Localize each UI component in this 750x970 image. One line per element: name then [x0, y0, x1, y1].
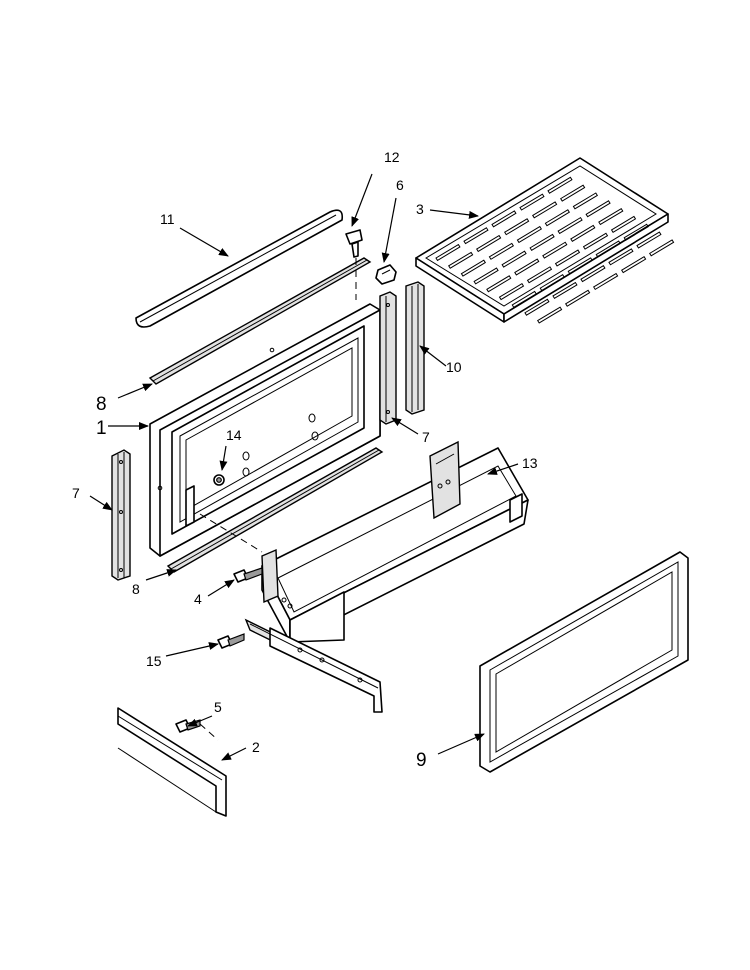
part-5-screw: [175, 719, 219, 741]
leader-lines: [89, 173, 519, 761]
rack-slot: [570, 224, 596, 242]
rack-slot: [511, 290, 537, 309]
rack-slot: [552, 281, 578, 300]
rack-slot: [526, 266, 553, 284]
rack-slot: [544, 209, 571, 227]
part-10-channel: [405, 281, 425, 415]
rack-slot: [435, 243, 461, 262]
rack-slot: [623, 223, 649, 241]
rack-slot: [598, 207, 624, 226]
callout-2: 2: [252, 739, 260, 755]
rack-slot: [532, 201, 558, 219]
part-6-clip: [375, 264, 397, 285]
part-4-screw: [233, 567, 263, 583]
callout-1: 1: [96, 418, 107, 439]
rack-slot: [498, 282, 525, 301]
rack-slot: [595, 240, 621, 258]
rack-slot: [460, 259, 487, 277]
callout-13: 13: [522, 455, 538, 471]
rack-slot: [486, 275, 512, 293]
part-7-right-channel: [379, 291, 397, 425]
rack-slot: [582, 232, 609, 250]
callout-14: 14: [226, 427, 242, 443]
rack-slot: [539, 274, 565, 292]
part-13-drawer-bin: [261, 440, 529, 643]
rack-slot: [504, 218, 530, 236]
callout-6: 6: [396, 177, 404, 193]
rack-slot: [564, 289, 591, 307]
callout-3: 3: [416, 201, 424, 217]
rack-slot: [488, 242, 515, 260]
rack-slot: [610, 215, 637, 233]
rack-slot: [547, 176, 573, 194]
callout-5: 5: [214, 699, 222, 715]
drawer-slide-rail: [244, 618, 383, 713]
rack-slot: [560, 184, 586, 202]
part-15-screw: [217, 633, 245, 649]
rack-slot: [536, 306, 563, 324]
rack-slot: [463, 227, 489, 245]
callout-11: 11: [160, 211, 175, 227]
rack-slot: [636, 231, 662, 249]
rack-slot: [567, 257, 593, 275]
rack-slot: [501, 250, 527, 268]
rack-slot: [473, 267, 499, 285]
rack-slot: [542, 241, 568, 259]
part-3-rack: [415, 157, 675, 324]
rack-slot: [620, 256, 647, 274]
part-2-bottom-channel: [117, 707, 227, 817]
rack-slot: [514, 258, 540, 276]
part-9-gasket: [479, 551, 689, 773]
part-7-left-channel: [111, 449, 131, 581]
rack-slot: [516, 225, 543, 244]
rack-slot: [491, 210, 517, 228]
callout-8-lower: 8: [132, 581, 140, 597]
part-8-upper-trim-strip: [148, 257, 372, 385]
part-11-top-trim: [135, 209, 344, 328]
rack-slot: [608, 248, 634, 266]
rack-slot: [554, 249, 581, 267]
callout-15: 15: [146, 653, 162, 669]
rack-slot: [557, 216, 583, 235]
rack-slot: [580, 265, 606, 283]
alignment-line: [199, 513, 263, 553]
callout-12: 12: [384, 149, 400, 165]
rack-slot: [585, 200, 611, 218]
callout-7-left: 7: [72, 485, 80, 501]
callout-10: 10: [446, 359, 462, 375]
callout-4: 4: [194, 591, 202, 607]
rack-slot: [529, 233, 555, 251]
rack-slot: [476, 234, 502, 253]
callout-9: 9: [416, 750, 427, 771]
part-12-screw: [345, 229, 363, 300]
rack-slot: [524, 298, 550, 316]
callout-8-upper: 8: [96, 394, 107, 415]
rack-slot: [519, 193, 545, 211]
part-14-screw: [213, 474, 225, 486]
rack-slot: [592, 272, 619, 291]
rack-slot: [648, 239, 675, 257]
callout-7-right: 7: [422, 429, 430, 445]
rack-slot: [572, 192, 599, 210]
rack-slot: [448, 251, 474, 269]
